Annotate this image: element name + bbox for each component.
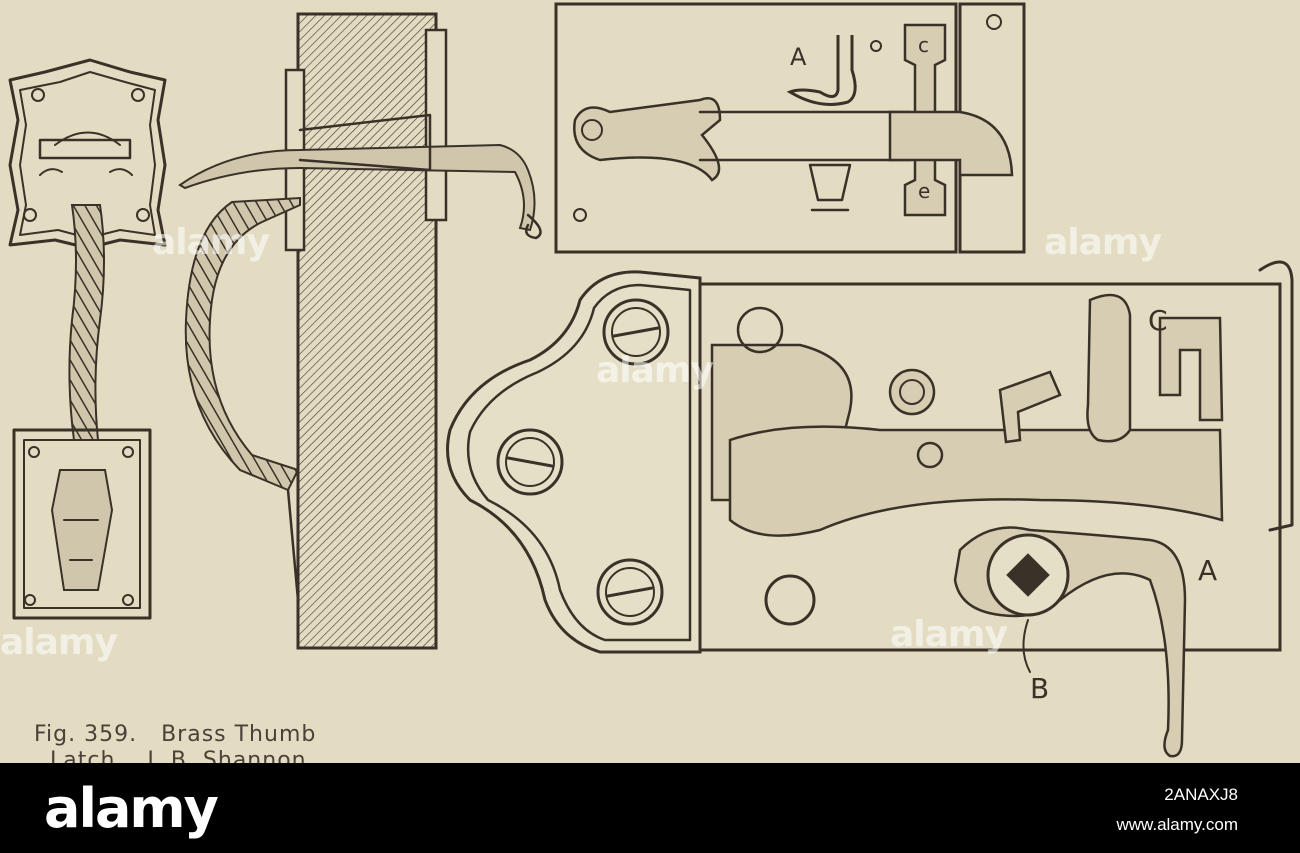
watermark: alamy	[152, 222, 270, 263]
label-upper-c: c	[918, 33, 929, 57]
rim-lock-mechanism: C A B	[446, 260, 1294, 758]
label-lower-a: A	[1198, 554, 1217, 587]
site-url: www.alamy.com	[1116, 815, 1238, 834]
figure-caption-line2: Latch. J. B. Shannon	[34, 748, 307, 763]
watermark: alamy	[596, 350, 714, 391]
image-id: 2ANAXJ8	[1164, 785, 1238, 804]
watermark: alamy	[890, 614, 1008, 655]
latch-engraving: A c e	[8, 2, 1294, 758]
thumb-latch-front-view	[8, 58, 167, 620]
box-latch-plate: A c e	[554, 2, 1026, 254]
watermark: alamy	[0, 622, 118, 663]
engraving-plate: A c e	[0, 2, 1294, 763]
label-upper-e: e	[918, 179, 930, 203]
stock-footer-bar: alamy 2ANAXJ8 www.alamy.com	[0, 763, 1300, 853]
thumb-latch-side-section	[178, 12, 542, 650]
alamy-logo: alamy	[44, 777, 219, 840]
label-lower-b: B	[1030, 672, 1049, 705]
figure-caption-line1: Fig. 359. Brass Thumb	[34, 722, 317, 747]
label-upper-a: A	[790, 43, 807, 71]
watermark: alamy	[1044, 222, 1162, 263]
label-lower-c: C	[1148, 304, 1168, 337]
